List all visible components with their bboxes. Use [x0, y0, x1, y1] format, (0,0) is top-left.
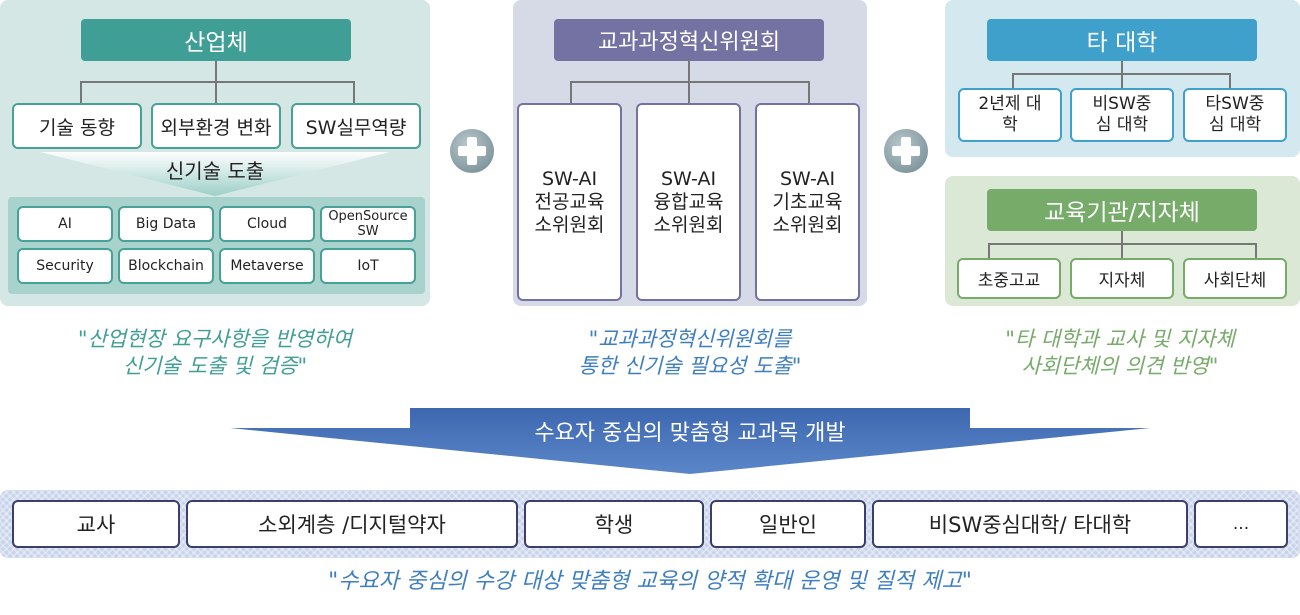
- trend-box-environment: 외부환경 변화: [151, 103, 281, 149]
- univ-non-sw: 비SW중심 대학: [1070, 88, 1174, 142]
- connector-line: [688, 61, 690, 82]
- edu-header: 교육기관/지자체: [987, 189, 1257, 231]
- univ-2year: 2년제 대학: [958, 88, 1062, 142]
- connector-line: [215, 81, 217, 104]
- connector-line: [1012, 73, 1014, 89]
- connector-line: [570, 81, 572, 104]
- tech-bigdata: Big Data: [118, 206, 214, 242]
- funnel-shape: [40, 152, 390, 196]
- tech-metaverse: Metaverse: [219, 248, 315, 284]
- committee-quote-line1: "교과과정혁신위원회를: [588, 327, 792, 351]
- edu-schools: 초중고교: [957, 258, 1061, 299]
- audience-general: 일반인: [710, 500, 866, 548]
- other-univ-header: 타 대학: [987, 19, 1257, 61]
- edu-local-gov: 지자체: [1070, 258, 1174, 299]
- tech-ai: AI: [17, 206, 113, 242]
- connector-line: [1229, 73, 1231, 89]
- connector-line: [688, 81, 690, 104]
- industry-header: 산업체: [81, 19, 351, 61]
- committee-quote: "교과과정혁신위원회를 통한 신기술 필요성 도출": [500, 326, 880, 380]
- edu-quote-line1: "타 대학과 교사 및 지자체: [1005, 327, 1235, 351]
- connector-line: [1121, 61, 1123, 74]
- industry-quote-line1: "산업현장 요구사항을 반영하여: [77, 327, 353, 351]
- connector-line: [1121, 73, 1123, 89]
- connector-line: [353, 81, 355, 104]
- connector-line: [808, 81, 810, 104]
- edu-quote: "타 대학과 교사 및 지자체 사회단체의 의견 반영": [940, 326, 1300, 380]
- audience-teacher: 교사: [12, 500, 180, 548]
- connector-line: [1121, 231, 1123, 244]
- development-arrow: [230, 408, 1150, 474]
- connector-line: [80, 81, 82, 104]
- tech-iot: IoT: [320, 248, 416, 284]
- audience-other-univ: 비SW중심대학/ 타대학: [872, 500, 1188, 548]
- trend-box-sw-skill: SW실무역량: [291, 103, 421, 149]
- industry-quote-line2: 신기술 도출 및 검증": [122, 354, 308, 378]
- connector-line: [1121, 243, 1123, 259]
- derive-label: 신기술 도출: [165, 159, 265, 183]
- plus-icon: [884, 129, 928, 173]
- univ-other-sw: 타SW중심 대학: [1183, 88, 1287, 142]
- audience-digital-vulnerable: 소외계층 /디지털약자: [186, 500, 518, 548]
- audience-more: ...: [1194, 500, 1288, 548]
- tech-blockchain: Blockchain: [118, 248, 214, 284]
- subcommittee-basic: SW-AI 기초교육 소위원회: [755, 103, 860, 301]
- subcommittee-major: SW-AI 전공교육 소위원회: [517, 103, 622, 301]
- arrow-label: 수요자 중심의 맞춤형 교과목 개발: [534, 421, 846, 446]
- audience-student: 학생: [524, 500, 704, 548]
- connector-line: [570, 81, 810, 83]
- connector-line: [988, 243, 990, 259]
- connector-line: [81, 81, 354, 83]
- committee-quote-line2: 통한 신기술 필요성 도출": [578, 354, 802, 378]
- committee-header: 교과과정혁신위원회: [554, 19, 824, 61]
- plus-icon: [450, 129, 494, 173]
- bottom-quote: "수요자 중심의 수강 대상 맞춤형 교육의 양적 확대 운영 및 질적 제고": [328, 569, 972, 594]
- edu-social-org: 사회단체: [1183, 258, 1287, 299]
- industry-quote: "산업현장 요구사항을 반영하여 신기술 도출 및 검증": [0, 326, 430, 380]
- edu-quote-line2: 사회단체의 의견 반영": [1021, 354, 1219, 378]
- trend-box-tech: 기술 동향: [12, 103, 142, 149]
- tech-opensource: OpenSource SW: [320, 206, 416, 242]
- subcommittee-convergence: SW-AI 융합교육 소위원회: [636, 103, 741, 301]
- tech-cloud: Cloud: [219, 206, 315, 242]
- tech-security: Security: [17, 248, 113, 284]
- connector-line: [1255, 243, 1257, 259]
- connector-line: [215, 61, 217, 82]
